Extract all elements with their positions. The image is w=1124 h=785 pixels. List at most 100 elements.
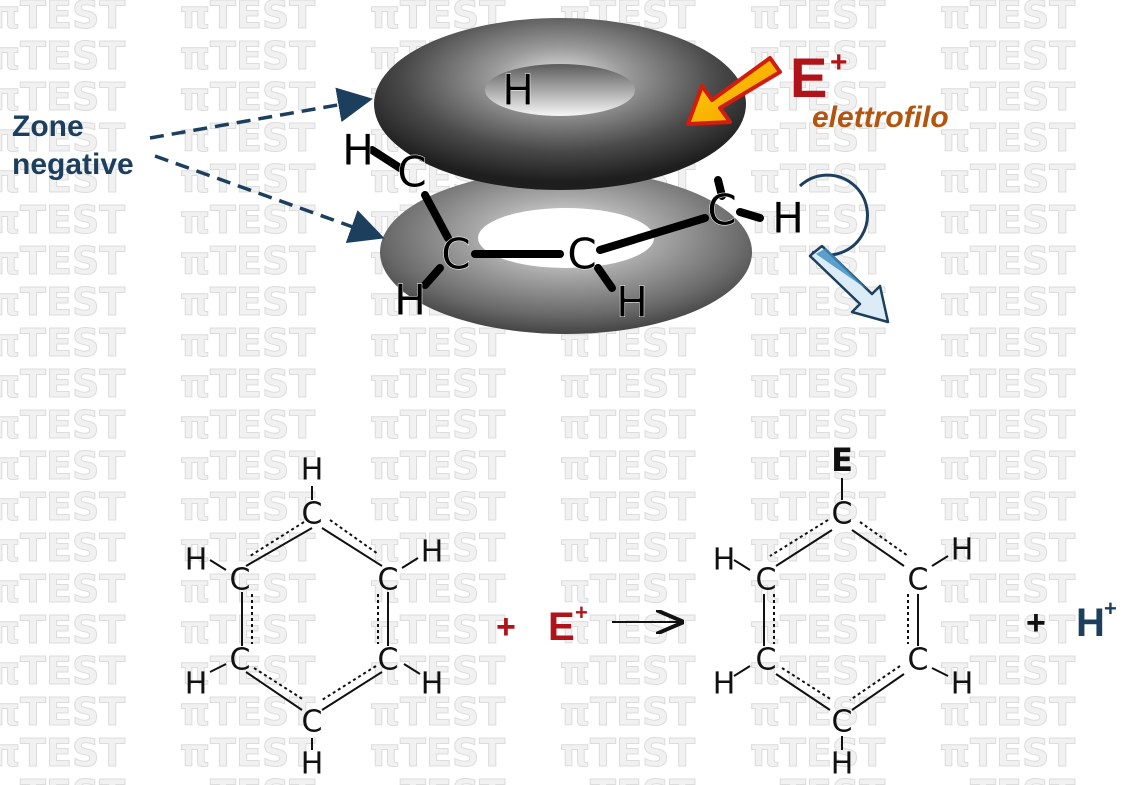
watermark-text: πTEST — [370, 731, 505, 775]
watermark-text: πTEST — [560, 772, 695, 785]
outline-arrow-icon — [808, 244, 890, 324]
watermark-text: πTEST — [180, 649, 315, 693]
watermark-text: πTEST — [370, 608, 505, 652]
atom-h: H — [185, 543, 208, 578]
watermark-text: πTEST — [180, 157, 315, 201]
watermark-text: πTEST — [750, 772, 885, 785]
atom-h: H — [421, 667, 444, 702]
watermark-text: πTEST — [180, 690, 315, 734]
atom-h: H — [713, 543, 736, 578]
watermark-text: πTEST — [180, 403, 315, 447]
plus-sign-2: + — [1026, 604, 1046, 642]
upper-pi-cloud — [374, 18, 746, 190]
atom-h: H — [301, 453, 324, 488]
watermark-text: πTEST — [0, 567, 125, 611]
watermark-text: πTEST — [180, 280, 315, 324]
electrophile-label: E + elettrofilo — [790, 46, 949, 134]
watermark-text: πTEST — [180, 198, 315, 242]
watermark-text: πTEST — [940, 321, 1075, 365]
watermark-text: πTEST — [750, 321, 885, 365]
atom-c: C — [756, 563, 777, 598]
pi-electron-cloud-model: H H C C C C H H H E + elettrofilo — [12, 18, 949, 334]
watermark-text: πTEST — [940, 116, 1075, 160]
watermark-text: πTEST — [940, 567, 1075, 611]
atom-h: H — [185, 667, 208, 702]
watermark-text: πTEST — [750, 157, 885, 201]
benzene-reactant: H C H C C H C H C H C H — [185, 453, 444, 782]
watermark-text: πTEST — [0, 0, 125, 37]
atom-c-left-lower: C — [441, 230, 470, 279]
substituent-e: E — [831, 441, 853, 479]
watermark-text: πTEST — [750, 116, 885, 160]
watermark-text: πTEST — [180, 116, 315, 160]
electrophile-charge: + — [830, 46, 848, 79]
electrophile-text: elettrofilo — [812, 101, 949, 134]
watermark-text: πTEST — [370, 321, 505, 365]
watermark-text: πTEST — [940, 403, 1075, 447]
atom-c: C — [908, 563, 929, 598]
watermark-text: πTEST — [180, 34, 315, 78]
watermark-text: πTEST — [940, 690, 1075, 734]
watermark-text: πTEST — [940, 157, 1075, 201]
negative-zones-line-2: negative — [12, 148, 134, 181]
watermark-text: πTEST — [750, 75, 885, 119]
watermark-text: πTEST — [560, 567, 695, 611]
watermark-text: πTEST — [940, 75, 1075, 119]
watermark-text: πTEST — [940, 649, 1075, 693]
watermark-text: πTEST — [180, 0, 315, 37]
watermark-text: πTEST — [0, 444, 125, 488]
atom-c: C — [908, 643, 929, 678]
electrophile-symbol: E — [790, 46, 827, 109]
lower-pi-cloud — [380, 170, 752, 334]
watermark-text: πTEST — [370, 403, 505, 447]
atom-h: H — [713, 667, 736, 702]
atom-h-bottom-left: H — [394, 276, 426, 325]
watermark-text: πTEST — [940, 485, 1075, 529]
watermark-text: πTEST — [370, 649, 505, 693]
atom-h: H — [951, 533, 974, 568]
watermark-text: πTEST — [940, 526, 1075, 570]
watermark-text: πTEST — [0, 280, 125, 324]
atom-h: H — [421, 535, 444, 570]
watermark-text: πTEST — [370, 485, 505, 529]
watermark-text: πTEST — [370, 362, 505, 406]
atom-c: C — [302, 705, 323, 740]
atom-h: H — [951, 667, 974, 702]
watermark-text: πTEST — [750, 0, 885, 37]
atom-h-bottom-front: H — [616, 278, 648, 327]
watermark-text: πTEST — [180, 75, 315, 119]
watermark-text: πTEST — [180, 485, 315, 529]
watermark-text: πTEST — [0, 403, 125, 447]
reagent-symbol: E — [548, 605, 575, 649]
atom-h-right-leaving: H — [772, 194, 804, 243]
watermark-text: πTEST — [940, 444, 1075, 488]
watermark-text: πTEST — [940, 239, 1075, 283]
leaving-h-highlight-circle — [798, 173, 869, 257]
byproduct-charge: + — [1104, 596, 1117, 621]
watermark-text: πTEST — [180, 362, 315, 406]
watermark-text: πTEST — [750, 690, 885, 734]
watermark-text: πTEST — [0, 772, 125, 785]
watermark-text: πTEST — [180, 772, 315, 785]
negative-zones-line-1: Zone — [12, 110, 84, 143]
watermark-text: πTEST — [560, 526, 695, 570]
atom-c: C — [230, 563, 251, 598]
atom-h: H — [831, 747, 854, 782]
watermark-text: πTEST — [560, 731, 695, 775]
watermark-text: πTEST — [750, 731, 885, 775]
watermark-text: πTEST — [370, 690, 505, 734]
watermark-text: πTEST — [750, 608, 885, 652]
watermark-text: πTEST — [0, 198, 125, 242]
sigma-bonds — [368, 146, 764, 292]
watermark-text: πTEST — [370, 567, 505, 611]
watermark-text: πTEST — [560, 362, 695, 406]
watermark-text: πTEST — [0, 116, 125, 160]
byproduct-symbol: H — [1076, 601, 1105, 645]
watermark-text: πTEST — [560, 444, 695, 488]
dashed-pointer-upper — [149, 87, 373, 140]
watermark-text: πTEST — [180, 608, 315, 652]
watermark-text: πTEST — [750, 485, 885, 529]
watermark-text: πTEST — [180, 567, 315, 611]
watermark-text: πTEST — [0, 34, 125, 78]
watermark-text: πTEST — [940, 0, 1075, 37]
